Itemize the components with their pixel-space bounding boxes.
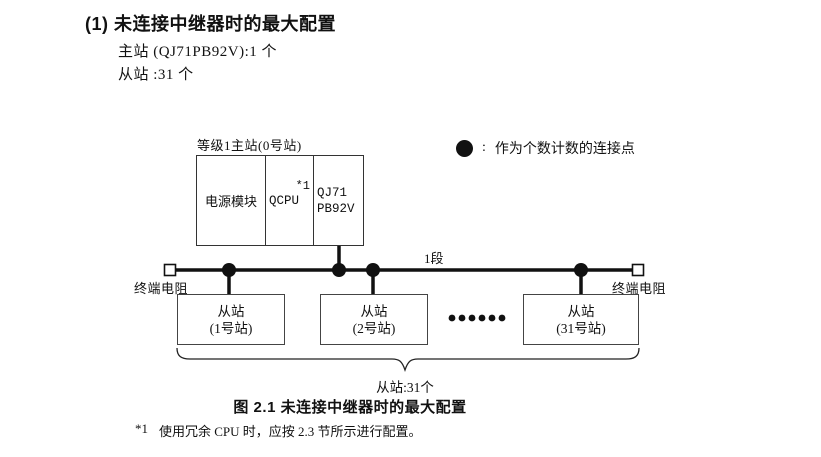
terminator-left-square	[163, 263, 177, 277]
slave-station-31-label-line1: 从站	[567, 303, 595, 319]
profibus-module-label-line2: PB92V	[317, 201, 355, 216]
power-module-cell: 电源模块	[197, 156, 265, 245]
legend: : 作为个数计数的连接点	[456, 138, 635, 158]
slave-count-brace	[176, 347, 640, 373]
slave-station-1-box: 从站 (1号站)	[177, 294, 285, 345]
slave-station-31-label-line2: (31号站)	[556, 320, 606, 336]
terminator-right-label: 终端电阻	[612, 281, 667, 296]
connection-dot	[332, 263, 346, 277]
slave-count-line: 从站 :31 个	[118, 67, 194, 83]
terminator-left-label: 终端电阻	[134, 281, 189, 296]
connection-dot	[366, 263, 380, 277]
ellipsis-dots	[448, 314, 506, 322]
connection-dot	[222, 263, 236, 277]
slave-station-2-label-line1: 从站	[360, 303, 388, 319]
master-station-label: 等级1主站(0号站)	[197, 138, 302, 153]
slave-station-2-box: 从站 (2号站)	[320, 294, 428, 345]
slave-station-1-label-line1: 从站	[217, 303, 245, 319]
power-module-label: 电源模块	[204, 194, 257, 209]
cpu-footnote-ref: *1	[295, 179, 310, 193]
slave-total-label: 从站:31个	[376, 380, 434, 395]
footnote-marker: *1	[135, 421, 148, 436]
figure-caption: 图 2.1 未连接中继器时的最大配置	[233, 399, 467, 416]
cpu-label: QCPU	[269, 193, 300, 208]
master-count-line: 主站 (QJ71PB92V):1 个	[118, 44, 278, 60]
slave-station-1-label-line2: (1号站)	[209, 320, 253, 336]
slave-station-31-box: 从站 (31号站)	[523, 294, 639, 345]
connection-dot-icon	[456, 139, 473, 157]
profibus-module-label-line1: QJ71	[317, 185, 348, 200]
legend-text: 作为个数计数的连接点	[494, 142, 635, 157]
footnote-text: 使用冗余 CPU 时，应按 2.3 节所示进行配置。	[159, 424, 422, 439]
section-title: (1) 未连接中继器时的最大配置	[85, 14, 336, 34]
connection-dot	[574, 263, 588, 277]
segment-label: 1段	[424, 251, 444, 266]
footnote: *1 使用冗余 CPU 时，应按 2.3 节所示进行配置。	[135, 421, 422, 440]
terminator-right-square	[631, 263, 645, 277]
slave-station-2-label-line2: (2号站)	[352, 320, 396, 336]
master-station-box: 电源模块 *1 QCPU QJ71 PB92V	[196, 155, 364, 246]
profibus-module-cell: QJ71 PB92V	[313, 156, 361, 245]
legend-separator: :	[482, 140, 486, 155]
cpu-cell: *1 QCPU	[265, 156, 313, 245]
